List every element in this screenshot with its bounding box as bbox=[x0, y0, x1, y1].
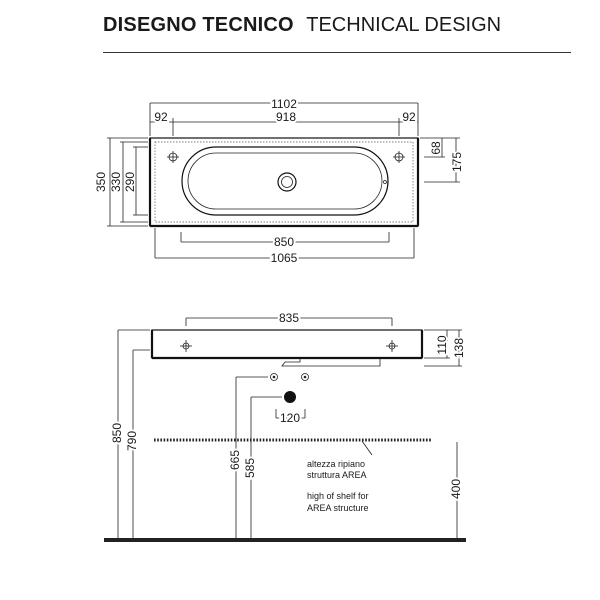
drain-inner bbox=[281, 176, 293, 188]
note-it-line1: altezza ripiano bbox=[307, 459, 365, 469]
dim-850-bowl: 850 bbox=[274, 235, 294, 249]
front-view: 835 110 138 120 bbox=[104, 309, 468, 542]
title-italian: DISEGNO TECNICO bbox=[103, 14, 294, 36]
dim-92-left: 92 bbox=[154, 110, 168, 124]
dim-1102: 1102 bbox=[271, 97, 297, 111]
basin-inner-dotted bbox=[154, 141, 414, 223]
header-rule bbox=[103, 52, 571, 53]
dim-110: 110 bbox=[435, 335, 449, 354]
overflow-icon bbox=[383, 180, 387, 184]
dim-918: 918 bbox=[276, 110, 296, 124]
note-en-line1: high of shelf for bbox=[307, 491, 369, 501]
bowl-inner bbox=[187, 152, 383, 210]
fixing-bolt-right-icon bbox=[386, 340, 398, 352]
floor-line bbox=[104, 538, 466, 542]
bowl-outline bbox=[181, 146, 389, 216]
top-view: 1102 92 918 92 850 1065 350 330 290 bbox=[94, 95, 466, 267]
basin-slab bbox=[151, 329, 423, 359]
dim-1065: 1065 bbox=[271, 251, 298, 265]
dim-850-height: 850 bbox=[110, 423, 124, 443]
waste-outlet-icon bbox=[284, 391, 296, 403]
supply-valve-left-icon bbox=[270, 373, 278, 381]
drain-icon bbox=[277, 172, 297, 192]
dim-138: 138 bbox=[452, 338, 466, 358]
dim-120: 120 bbox=[280, 411, 300, 425]
dim-790: 790 bbox=[125, 431, 139, 451]
basin-outline bbox=[149, 137, 419, 227]
dim-92-right: 92 bbox=[402, 110, 416, 124]
tap-hole-left-icon bbox=[167, 151, 179, 163]
title-english: TECHNICAL DESIGN bbox=[306, 14, 502, 36]
dim-350: 350 bbox=[94, 172, 108, 192]
dim-400: 400 bbox=[449, 479, 463, 499]
dim-330: 330 bbox=[109, 172, 123, 192]
dim-68: 68 bbox=[429, 141, 443, 155]
dim-585: 585 bbox=[243, 458, 257, 478]
note-it-line2: struttura AREA bbox=[307, 470, 367, 480]
dim-290: 290 bbox=[123, 172, 137, 192]
fixing-bolt-left-icon bbox=[180, 340, 192, 352]
basin-underside bbox=[281, 358, 381, 367]
note-en-line2: AREA structure bbox=[307, 503, 369, 513]
note-leader bbox=[361, 440, 373, 456]
page-header: DISEGNO TECNICO TECHNICAL DESIGN bbox=[103, 14, 501, 37]
dim-175: 175 bbox=[450, 152, 464, 172]
dim-665: 665 bbox=[228, 450, 242, 470]
tap-hole-right-icon bbox=[393, 151, 405, 163]
supply-valve-right-icon bbox=[301, 373, 309, 381]
dim-835: 835 bbox=[279, 311, 299, 325]
